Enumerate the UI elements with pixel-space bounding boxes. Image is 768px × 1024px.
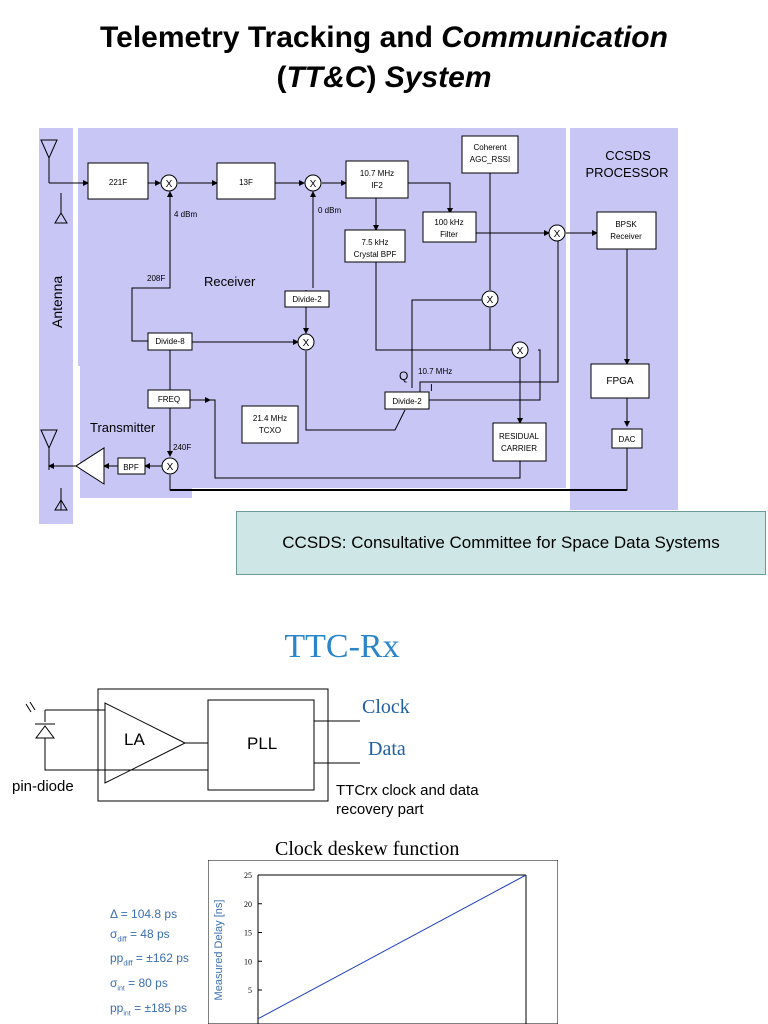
ttcrx-outline — [97, 688, 329, 802]
ccsds-panel — [570, 128, 678, 510]
svg-text:X: X — [517, 346, 524, 357]
block-coherent-line1: Coherent — [474, 143, 508, 152]
title-system: System — [384, 61, 492, 94]
slide-title-line-1: Telemetry Tracking and Communication — [0, 20, 768, 56]
la-amplifier-icon — [104, 702, 187, 784]
block-if2-line1: 10.7 MHz — [360, 169, 394, 178]
ttcrx-caption-line1: TTCrx clock and data — [336, 782, 479, 799]
title-ttc: TT&C — [286, 61, 367, 94]
block-dac: DAC — [619, 435, 636, 444]
slide-title-line-2: (TT&C) System — [0, 60, 768, 96]
block-crystal-line2: Crystal BPF — [354, 250, 397, 259]
block-boxes — [87, 135, 657, 475]
antenna-label: Antenna — [49, 276, 65, 328]
ccsds-label-line2: PROCESSOR — [585, 165, 668, 180]
block-filter-line2: Filter — [440, 230, 458, 239]
y-tick-label: 20 — [244, 900, 252, 909]
mixer-x-marks: X X X X X X X — [166, 179, 561, 473]
block-tcxo-line1: 21.4 MHz — [253, 414, 287, 423]
block-221f: 221F — [109, 178, 127, 187]
deskew-stats: Δ = 104.8 ps σdiff = 48 ps ppdiff = ±162… — [110, 905, 189, 1024]
title-paren-close: ) — [366, 61, 385, 94]
mixer-symbols — [160, 174, 566, 475]
chart-frame — [208, 860, 558, 1024]
title-italic: Communication — [441, 21, 668, 54]
block-residual-line1: RESIDUAL — [499, 432, 540, 441]
ttc-rx-wires — [44, 709, 360, 771]
block-divide8: Divide-8 — [155, 337, 185, 346]
svg-text:4 dBm: 4 dBm — [174, 210, 197, 219]
clock-label: Clock — [362, 696, 410, 718]
block-divide2-bottom: Divide-2 — [392, 397, 422, 406]
block-residual-line2: CARRIER — [501, 444, 537, 453]
svg-text:X: X — [554, 229, 561, 240]
ttc-block-diagram: Antenna — [39, 128, 678, 524]
svg-text:0 dBm: 0 dBm — [318, 206, 341, 215]
stat-delta: Δ = 104.8 ps — [110, 907, 178, 921]
svg-text:X: X — [167, 462, 174, 473]
block-crystal-line1: 7.5 kHz — [361, 238, 388, 247]
antenna-panel — [39, 128, 73, 524]
receiver-label: Receiver — [204, 274, 256, 289]
y-tick-label: 10 — [244, 957, 252, 966]
svg-text:X: X — [310, 179, 317, 190]
block-coherent-line2: AGC_RSSI — [470, 155, 510, 164]
title-regular: Telemetry Tracking and — [100, 21, 442, 54]
block-fpga: FPGA — [606, 376, 634, 387]
pll-box — [207, 699, 315, 791]
y-tick-label: 15 — [244, 929, 252, 938]
ccsds-label-line1: CCSDS — [605, 148, 651, 163]
transmitter-label: Transmitter — [90, 420, 156, 435]
svg-text:I: I — [430, 383, 433, 394]
block-tcxo-line2: TCXO — [259, 426, 281, 435]
ttc-rx-schematic — [25, 688, 360, 802]
stat-sigma-diff: σdiff = 48 ps — [110, 926, 170, 943]
ccsds-footnote: CCSDS: Consultative Committee for Space … — [236, 511, 766, 575]
svg-text:208F: 208F — [147, 274, 165, 283]
pll-label: PLL — [247, 734, 278, 753]
svg-text:240F: 240F — [173, 443, 191, 452]
la-label: LA — [124, 730, 145, 749]
svg-text:X: X — [303, 338, 310, 349]
title-paren-open: ( — [276, 61, 287, 94]
block-bpf: BPF — [123, 463, 139, 472]
block-bpsk-line2: Receiver — [610, 232, 642, 241]
chart-title: Clock deskew function — [275, 838, 460, 860]
stat-pp-int: ppint = ±185 ps — [110, 1001, 188, 1018]
y-tick-label: 25 — [244, 871, 252, 880]
pin-diode-label: pin-diode — [12, 778, 74, 795]
stat-sigma-int: σint = 80 ps — [110, 976, 168, 993]
svg-text:Q: Q — [399, 369, 408, 383]
chart-ylabel: Measured Delay [ns] — [213, 900, 225, 1001]
delay-series-line — [257, 874, 527, 1020]
y-tick-label: 5 — [248, 986, 252, 995]
block-13f: 13F — [239, 178, 253, 187]
pin-diode-icon — [25, 701, 55, 739]
block-bpsk-line1: BPSK — [615, 220, 637, 229]
stat-pp-diff: ppdiff = ±162 ps — [110, 951, 189, 968]
svg-text:10.7 MHz: 10.7 MHz — [418, 367, 452, 376]
block-divide2-top: Divide-2 — [292, 295, 322, 304]
block-freq: FREQ — [158, 395, 180, 404]
deskew-chart: 25 20 15 10 5 Measured Delay [ns] — [208, 860, 558, 1024]
block-filter-line1: 100 kHz — [434, 218, 463, 227]
svg-text:X: X — [166, 179, 173, 190]
ttcrx-caption-line2: recovery part — [336, 801, 424, 818]
block-labels: 221F 13F 10.7 MHz IF2 7.5 kHz Crystal BP… — [109, 143, 642, 472]
data-label: Data — [368, 738, 406, 760]
wires — [48, 168, 630, 491]
ttc-rx-title: TTC-Rx — [284, 628, 400, 665]
diagram-annotations: 4 dBm 0 dBm 208F 240F Q I 10.7 MHz — [147, 206, 452, 452]
block-if2-line2: IF2 — [371, 181, 383, 190]
svg-text:X: X — [487, 295, 494, 306]
